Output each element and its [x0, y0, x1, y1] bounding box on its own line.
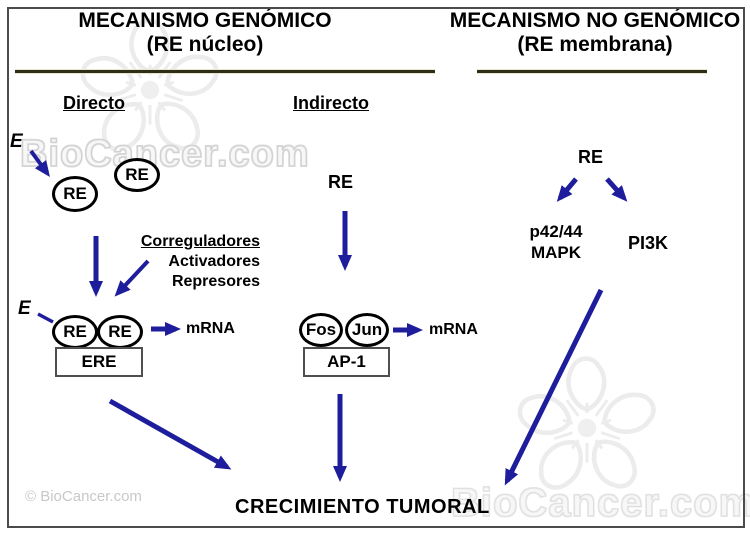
re-receptor-node: RE	[114, 158, 160, 192]
arrow-re-to-mapk	[556, 177, 578, 202]
ap1-box: AP-1	[303, 347, 390, 377]
indirect-heading: Indirecto	[293, 93, 370, 113]
mapk-label: p42/44 MAPK	[514, 221, 598, 263]
jun-node: Jun	[345, 313, 389, 347]
ere-box: ERE	[55, 347, 143, 377]
genomic-divider	[15, 69, 435, 74]
coregulators-block: Correguladores Activadores Represores	[128, 232, 260, 292]
tumor-growth-label: CRECIMIENTO TUMORAL	[235, 496, 490, 518]
estrogen-ligand: E	[10, 131, 23, 152]
nongenomic-title: MECANISMO NO GENÓMICO	[449, 9, 741, 32]
re-dimer-node: RE	[52, 315, 98, 349]
re-receptor-node: RE	[52, 176, 98, 212]
estrogen-ligand-dimer: E	[18, 298, 31, 319]
nongenomic-divider	[477, 69, 707, 74]
coregulators-title: Correguladores	[140, 233, 260, 250]
pi3k-label: PI3K	[628, 233, 669, 253]
re-dimer-node: RE	[97, 315, 143, 349]
genomic-title: MECANISMO GENÓMICO	[78, 9, 332, 32]
mapk-line2: MAPK	[530, 243, 582, 262]
mapk-line1: p42/44	[529, 222, 583, 241]
fos-node: Fos	[299, 313, 343, 347]
genomic-header: MECANISMO GENÓMICO (RE núcleo)	[50, 9, 360, 57]
watermark-copyright: © BioCancer.com	[25, 488, 142, 505]
genomic-subtitle: (RE núcleo)	[146, 33, 264, 56]
nongenomic-header: MECANISMO NO GENÓMICO (RE membrana)	[447, 9, 743, 57]
mrna-label-indirect: mRNA	[429, 321, 478, 338]
watermark-brand-top: BioCancer.com	[19, 132, 310, 175]
direct-heading: Directo	[63, 93, 126, 113]
mrna-label-direct: mRNA	[186, 320, 235, 337]
re-indirect-label: RE	[328, 172, 354, 192]
line-ligand2-to-dimer	[37, 312, 54, 324]
coregulators-repressors: Represores	[171, 273, 260, 290]
nongenomic-subtitle: (RE membrana)	[517, 33, 673, 56]
watermark-brand-bottom: BioCancer.com	[450, 481, 750, 525]
arrow-re-to-pi3k	[605, 177, 628, 202]
coregulators-activators: Activadores	[168, 253, 260, 270]
re-membrane-label: RE	[578, 147, 604, 167]
arrow-ere-to-growth	[108, 398, 232, 470]
